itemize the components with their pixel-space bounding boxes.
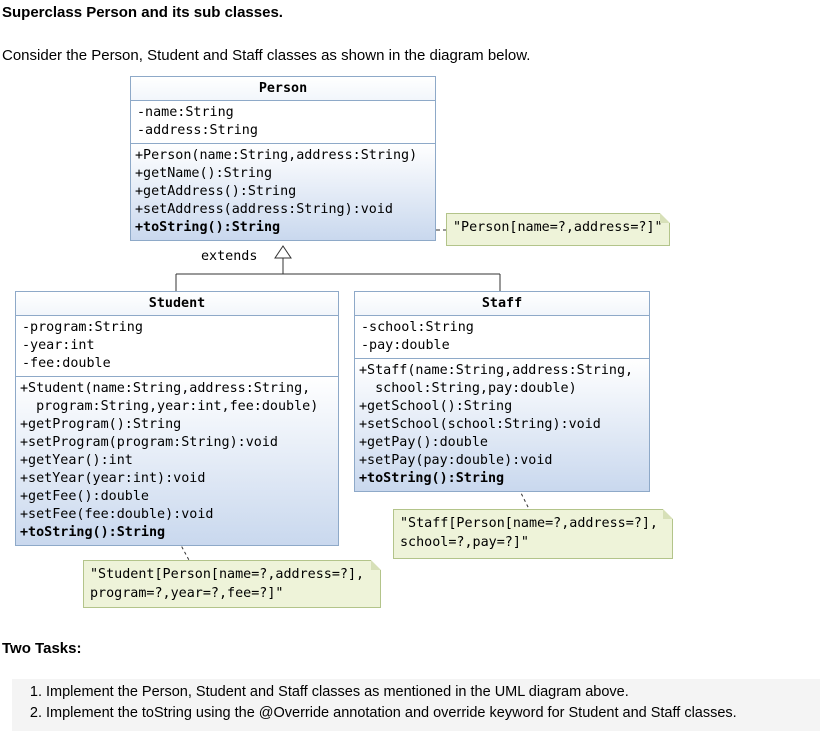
operation: +setAddress(address:String):void	[135, 202, 393, 217]
operation: +getPay():double	[359, 435, 488, 450]
person-attributes: -name:String -address:String	[131, 101, 435, 144]
operation: +setSchool(school:String):void	[359, 417, 601, 432]
operation: +setYear(year:int):void	[20, 471, 206, 486]
staff-operations: +Staff(name:String,address:String, schoo…	[355, 359, 649, 491]
operation: +Person(name:String,address:String)	[135, 148, 418, 163]
staff-class-box: Staff -school:String -pay:double +Staff(n…	[354, 291, 650, 492]
person-class-name: Person	[131, 77, 435, 101]
student-tostring-note: "Student[Person[name=?,address=?], progr…	[83, 560, 381, 608]
attribute: -pay:double	[361, 338, 450, 353]
student-class-box: Student -program:String -year:int -fee:dou…	[15, 291, 339, 546]
operation: school:String,pay:double)	[359, 381, 577, 396]
tostring-operation: +toString():String	[20, 525, 166, 540]
operation: +getYear():int	[20, 453, 133, 468]
operation: program:String,year:int,fee:double)	[20, 399, 319, 414]
attribute: -program:String	[22, 320, 143, 335]
operation: +setPay(pay:double):void	[359, 453, 553, 468]
tasks-background	[12, 679, 820, 731]
extends-label: extends	[201, 249, 258, 264]
staff-tostring-note: "Staff[Person[name=?,address=?], school=…	[393, 509, 673, 559]
tasks-list: Implement the Person, Student and Staff …	[28, 682, 737, 724]
attribute: -fee:double	[22, 356, 111, 371]
operation: +getProgram():String	[20, 417, 182, 432]
operation: +setFee(fee:double):void	[20, 507, 214, 522]
operation: +getFee():double	[20, 489, 149, 504]
operation: +getName():String	[135, 166, 273, 181]
page-heading: Superclass Person and its sub classes.	[2, 4, 283, 21]
staff-attributes: -school:String -pay:double	[355, 316, 649, 359]
attribute: -school:String	[361, 320, 474, 335]
operation: +getSchool():String	[359, 399, 513, 414]
person-operations: +Person(name:String,address:String) +getN…	[131, 144, 435, 240]
operation: +getAddress():String	[135, 184, 297, 199]
operation: +setProgram(program:String):void	[20, 435, 278, 450]
operation: +Student(name:String,address:String,	[20, 381, 311, 396]
intro-text: Consider the Person, Student and Staff c…	[2, 47, 531, 64]
task-item: Implement the toString using the @Overri…	[46, 703, 737, 724]
tostring-operation: +toString():String	[135, 220, 281, 235]
staff-class-name: Staff	[355, 292, 649, 316]
attribute: -name:String	[137, 105, 234, 120]
person-tostring-note: "Person[name=?,address=?]"	[446, 213, 670, 246]
student-class-name: Student	[16, 292, 338, 316]
tasks-title: Two Tasks:	[2, 640, 82, 657]
person-class-box: Person -name:String -address:String +Pers…	[130, 76, 436, 241]
attribute: -year:int	[22, 338, 95, 353]
attribute: -address:String	[137, 123, 258, 138]
task-item: Implement the Person, Student and Staff …	[46, 682, 737, 703]
tostring-operation: +toString():String	[359, 471, 505, 486]
operation: +Staff(name:String,address:String,	[359, 363, 634, 378]
student-operations: +Student(name:String,address:String, pro…	[16, 377, 338, 545]
inheritance-arrowhead	[274, 245, 292, 259]
student-attributes: -program:String -year:int -fee:double	[16, 316, 338, 377]
